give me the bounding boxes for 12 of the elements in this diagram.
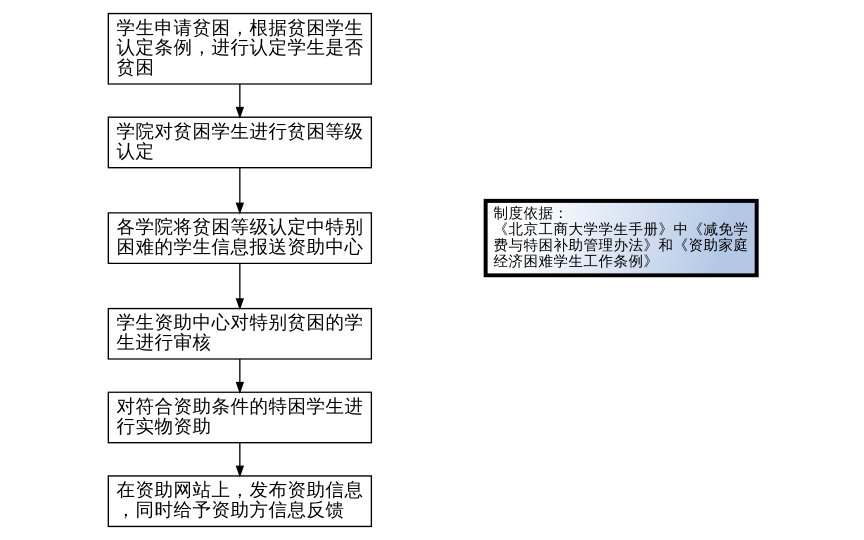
arrow [235, 168, 244, 215]
node-box: 制度依据： 《北京工商大学学生手册》中《减免学费与特困补助管理办法》和《资助家庭经济困难学生工作条例》 [483, 198, 758, 278]
arrow [235, 443, 244, 478]
arrow [235, 84, 244, 119]
node-box: 各学院将贫困等级认定中特别困难的学生信息报送资助中心 [107, 212, 372, 264]
arrow [235, 263, 244, 310]
node-box: 学生资助中心对特别贫困的学生进行审核 [107, 308, 372, 360]
arrow [235, 359, 244, 394]
node-box: 在资助网站上，发布资助信息，同时给予资助方信息反馈 [107, 475, 372, 528]
node-box: 学院对贫困学生进行贫困等级认定 [107, 116, 372, 168]
node-box: 对符合资助条件的特困学生进行实物资助 [107, 392, 372, 444]
node-box: 学生申请贫困，根据贫困学生认定条例，进行认定学生是否贫困 [107, 12, 372, 85]
